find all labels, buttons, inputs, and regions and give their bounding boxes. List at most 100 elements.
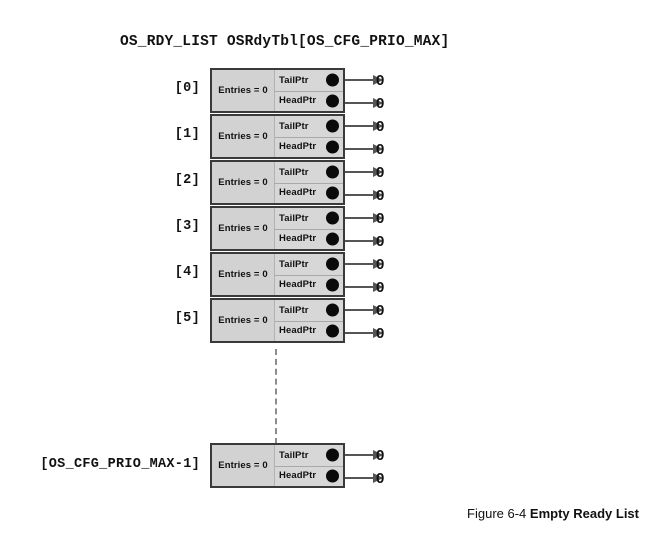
head-pointer-null-value: 0 (376, 325, 385, 342)
figure-caption-title: Empty Ready List (529, 506, 639, 521)
head-pointer-label: HeadPtr (279, 95, 317, 107)
entries-cell: Entries = 0 (212, 162, 274, 203)
head-pointer-cell: HeadPtr (275, 321, 343, 342)
pointer-horizontal-divider (275, 274, 343, 276)
box-vertical-divider (274, 70, 275, 111)
head-pointer-null-value: 0 (376, 279, 385, 296)
head-pointer-dot-icon (326, 232, 339, 246)
tail-pointer-cell: TailPtr (275, 208, 343, 229)
tail-pointer-arrow-icon (345, 263, 374, 265)
head-pointer-arrow-icon (345, 477, 374, 479)
tail-pointer-null-value: 0 (376, 302, 385, 319)
head-pointer-dot-icon (326, 324, 339, 338)
figure-caption: Figure 6-4 Empty Ready List (0, 506, 639, 521)
tail-pointer-label: TailPtr (279, 166, 309, 178)
dashed-continuation-line (275, 349, 277, 444)
head-pointer-dot-icon (326, 94, 339, 108)
diagram-title: OS_RDY_LIST OSRdyTbl[OS_CFG_PRIO_MAX] (120, 34, 450, 50)
entries-label: Entries = 0 (218, 315, 268, 326)
head-pointer-label: HeadPtr (279, 279, 317, 291)
entries-cell: Entries = 0 (212, 445, 274, 486)
entries-label: Entries = 0 (218, 269, 268, 280)
head-pointer-label: HeadPtr (279, 141, 317, 153)
pointer-horizontal-divider (275, 90, 343, 92)
tail-pointer-label: TailPtr (279, 120, 309, 132)
box-vertical-divider (274, 116, 275, 157)
head-pointer-arrow-icon (345, 240, 374, 242)
head-pointer-null-value: 0 (376, 95, 385, 112)
box-vertical-divider (274, 445, 275, 486)
tail-pointer-label: TailPtr (279, 449, 309, 461)
head-pointer-label: HeadPtr (279, 470, 317, 482)
head-pointer-cell: HeadPtr (275, 229, 343, 250)
head-pointer-null-value: 0 (376, 470, 385, 487)
box-vertical-divider (274, 254, 275, 295)
tail-pointer-dot-icon (326, 165, 339, 179)
head-pointer-arrow-icon (345, 194, 374, 196)
box-vertical-divider (274, 208, 275, 249)
tail-pointer-arrow-icon (345, 79, 374, 81)
tail-pointer-dot-icon (326, 73, 339, 87)
head-pointer-arrow-icon (345, 286, 374, 288)
entries-label: Entries = 0 (218, 131, 268, 142)
head-pointer-cell: HeadPtr (275, 183, 343, 204)
pointer-horizontal-divider (275, 465, 343, 467)
head-pointer-dot-icon (326, 469, 339, 483)
head-pointer-null-value: 0 (376, 141, 385, 158)
tail-pointer-cell: TailPtr (275, 445, 343, 466)
head-pointer-arrow-icon (345, 102, 374, 104)
pointer-horizontal-divider (275, 182, 343, 184)
pointer-horizontal-divider (275, 136, 343, 138)
tail-pointer-dot-icon (326, 211, 339, 225)
head-pointer-label: HeadPtr (279, 233, 317, 245)
row-index-label: [0] (174, 81, 200, 96)
pointer-horizontal-divider (275, 228, 343, 230)
tail-pointer-arrow-icon (345, 217, 374, 219)
entries-cell: Entries = 0 (212, 300, 274, 341)
head-pointer-dot-icon (326, 140, 339, 154)
entries-cell: Entries = 0 (212, 70, 274, 111)
tail-pointer-null-value: 0 (376, 118, 385, 135)
tail-pointer-label: TailPtr (279, 258, 309, 270)
tail-pointer-null-value: 0 (376, 72, 385, 89)
entries-cell: Entries = 0 (212, 116, 274, 157)
head-pointer-null-value: 0 (376, 187, 385, 204)
entries-label: Entries = 0 (218, 460, 268, 471)
head-pointer-dot-icon (326, 186, 339, 200)
tail-pointer-arrow-icon (345, 454, 374, 456)
row-index-label: [OS_CFG_PRIO_MAX-1] (40, 457, 200, 472)
head-pointer-cell: HeadPtr (275, 275, 343, 296)
tail-pointer-null-value: 0 (376, 447, 385, 464)
tail-pointer-dot-icon (326, 303, 339, 317)
tail-pointer-label: TailPtr (279, 212, 309, 224)
row-index-label: [5] (174, 311, 200, 326)
head-pointer-cell: HeadPtr (275, 137, 343, 158)
tail-pointer-cell: TailPtr (275, 116, 343, 137)
entries-label: Entries = 0 (218, 223, 268, 234)
row-index-label: [4] (174, 265, 200, 280)
head-pointer-dot-icon (326, 278, 339, 292)
box-vertical-divider (274, 300, 275, 341)
tail-pointer-cell: TailPtr (275, 162, 343, 183)
pointer-horizontal-divider (275, 320, 343, 322)
tail-pointer-dot-icon (326, 119, 339, 133)
head-pointer-null-value: 0 (376, 233, 385, 250)
head-pointer-cell: HeadPtr (275, 91, 343, 112)
box-vertical-divider (274, 162, 275, 203)
tail-pointer-null-value: 0 (376, 164, 385, 181)
tail-pointer-label: TailPtr (279, 74, 309, 86)
row-index-label: [2] (174, 173, 200, 188)
entries-label: Entries = 0 (218, 85, 268, 96)
